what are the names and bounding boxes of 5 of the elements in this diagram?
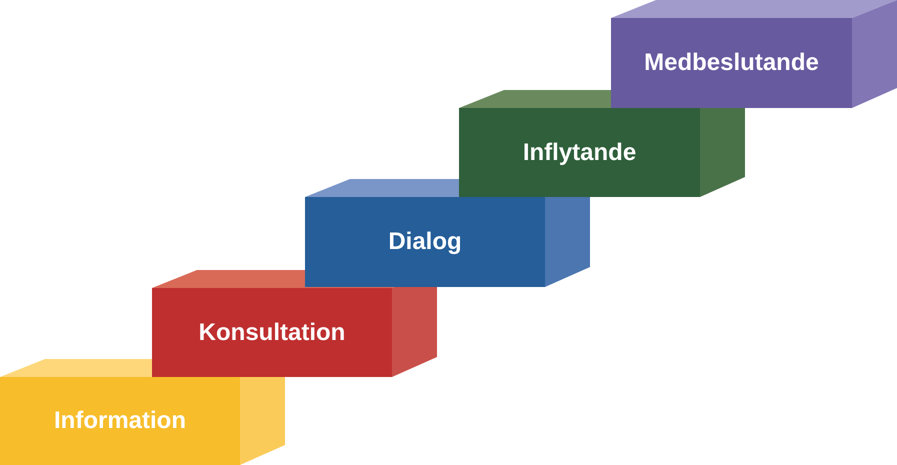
step-label: Dialog bbox=[388, 228, 462, 256]
step-label: Inflytande bbox=[522, 138, 636, 166]
step-label: Information bbox=[54, 407, 186, 435]
step-label: Medbeslutande bbox=[644, 49, 819, 77]
step-label: Konsultation bbox=[198, 318, 346, 346]
